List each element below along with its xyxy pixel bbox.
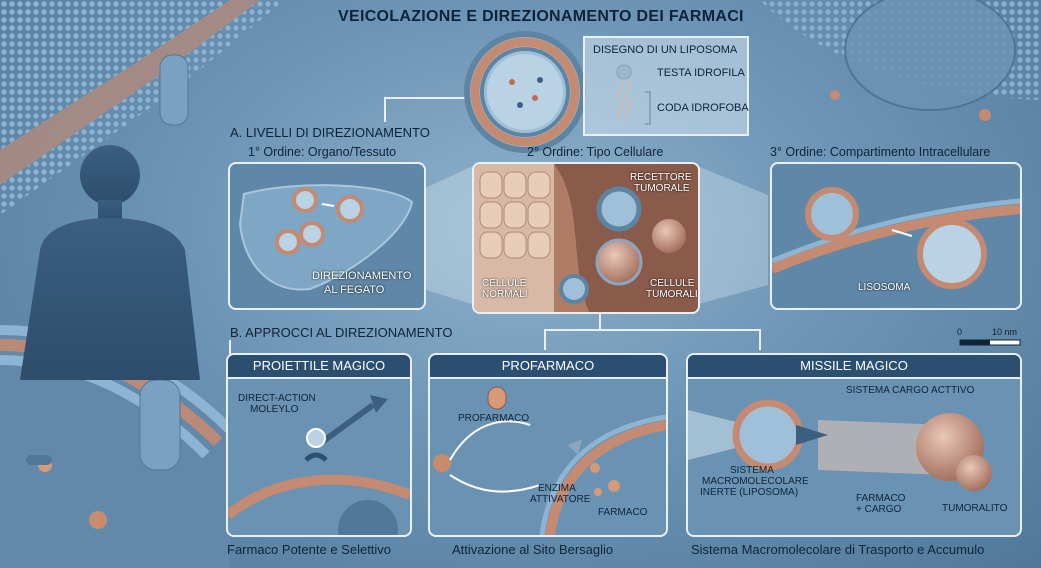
order3-label: 3° Ordine: Compartimento Intracellulare <box>770 145 991 159</box>
membrane-top-left <box>0 0 285 215</box>
panel2-caption: Attivazione al Sito Bersaglio <box>452 542 614 557</box>
missile-illustration <box>688 399 992 491</box>
inert-label-3: INERTE (LIPOSOMA) <box>700 487 799 498</box>
liver-label-1: DIREZIONAMENTO <box>312 270 412 282</box>
human-silhouette <box>20 145 200 380</box>
receptor-label-2: TUMORALE <box>634 183 690 194</box>
inert-label-2: MACROMOLECOLARE <box>702 476 809 487</box>
liver-label-2: AL FEGATO <box>324 284 385 296</box>
order2-label: 2° Ordine: Tipo Cellulare <box>527 145 664 159</box>
drug-cargo-label-1: FARMACO <box>856 493 906 504</box>
section-a-title: A. LIVELLI DI DIREZIONAMENTO <box>230 125 430 140</box>
panel1-caption: Farmaco Potente e Selettivo <box>227 542 392 557</box>
scale-end: 10 nm <box>992 327 1018 337</box>
panel3-header: MISSILE MAGICO <box>688 355 1020 379</box>
panel-liver: DIREZIONAMENTO AL FEGATO <box>228 162 426 310</box>
bullet-label-2: MOLEYLO <box>250 404 299 415</box>
cargo-system-label: SISTEMA CARGO ACTTIVO <box>846 385 975 396</box>
tumor-cells-label-2: TUMORALI <box>646 289 698 300</box>
liver-illustration <box>238 184 414 291</box>
bullet-label-1: DIRECT-ACTION <box>238 393 316 404</box>
head-label: TESTA IDROFILA <box>657 67 745 79</box>
panel-magic-bullet: PROIETTILE MAGICO DIRECT-ACTION MOLEYLO <box>226 353 412 537</box>
liposome-legend-title: DISEGNO DI UN LIPOSOMA <box>593 44 738 56</box>
prodrug-illustration <box>433 386 666 535</box>
page-title: VEICOLAZIONE E DIREZIONAMENTO DEI FARMAC… <box>338 8 744 25</box>
prodrug-label: PROFARMACO <box>458 413 530 424</box>
cells-illustration <box>474 164 686 312</box>
bullet-illustration <box>228 395 410 535</box>
tail-label: CODA IDROFOBA <box>657 102 749 114</box>
receptor-label-1: RECETTORE <box>630 172 692 183</box>
normal-cells-label-1: CELLULE <box>482 278 527 289</box>
panel1-header: PROIETTILE MAGICO <box>228 355 410 379</box>
liposome-legend-box: DISEGNO DI UN LIPOSOMA TESTA IDROFILA CO… <box>583 36 749 136</box>
panel-magic-missile: MISSILE MAGICO SISTEMA CARGO ACTTIVO SIS… <box>686 353 1022 537</box>
liposome-top <box>464 31 586 153</box>
enzyme-label-1: ENZIMA <box>538 483 576 494</box>
lysosome-illustration <box>772 187 1020 289</box>
drug-cargo-label-2: + CARGO <box>856 504 902 515</box>
cell-top-right <box>760 0 1041 121</box>
panel2-header: PROFARMACO <box>430 355 666 379</box>
inert-label-1: SISTEMA <box>730 465 774 476</box>
enzyme-label-2: ATTIVATORE <box>530 494 591 505</box>
panel3-caption: Sistema Macromolecolare di Trasporto e A… <box>691 542 985 557</box>
panel-intracellular: LISOSOMA <box>770 162 1022 310</box>
panel-prodrug: PROFARMACO PROFARMACO ENZIMA ATTIVATORE … <box>428 353 668 537</box>
drug-label: FARMACO <box>598 507 648 518</box>
scale-start: 0 <box>957 327 963 337</box>
tumoralito-label: TUMORALITO <box>942 503 1008 514</box>
scale-bar <box>959 339 1021 346</box>
order1-label: 1° Ordine: Organo/Tessuto <box>248 145 397 159</box>
section-b-title: B. APPROCCI AL DIREZIONAMENTO <box>230 325 453 340</box>
lysosome-label: LISOSOMA <box>858 282 911 293</box>
normal-cells-label-2: NORMALI <box>482 289 528 300</box>
tumor-cells-label-1: CELLULE <box>650 278 695 289</box>
panel-cell-types: RECETTORE TUMORALE CELLULE NORMALI CELLU… <box>472 162 700 314</box>
